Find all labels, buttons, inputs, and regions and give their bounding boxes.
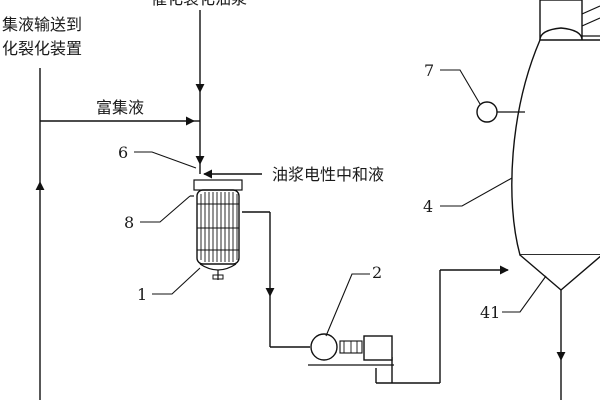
separation-column [511,0,600,291]
callout-4: 4 [423,197,433,216]
callout-6: 6 [118,143,128,162]
callout-2: 2 [372,263,382,282]
rich-liquid-return-label-line1: 集液输送到 [2,15,82,34]
column-top-nozzles [581,5,600,37]
pump [308,333,394,366]
leader-41 [502,275,547,313]
callout-1: 1 [137,285,147,304]
callout-8: 8 [124,213,134,232]
leader-2 [325,273,370,337]
callout-7: 7 [424,61,434,80]
rich-liquid-label: 富集液 [96,98,144,117]
rich-liquid-return-label-line2: 化裂化装置 [2,39,82,58]
leader-1 [152,267,201,295]
callout-41: 41 [480,303,500,322]
leader-4 [440,177,513,207]
stirred-vessel [190,179,243,280]
leader-8 [140,195,191,223]
leader-6 [134,151,197,169]
neutralizer-label: 油浆电性中和液 [272,165,384,184]
leader-7 [440,69,481,105]
slurry-feed-label: 催化裂化油浆 [151,0,247,8]
instrument-7 [476,101,498,123]
